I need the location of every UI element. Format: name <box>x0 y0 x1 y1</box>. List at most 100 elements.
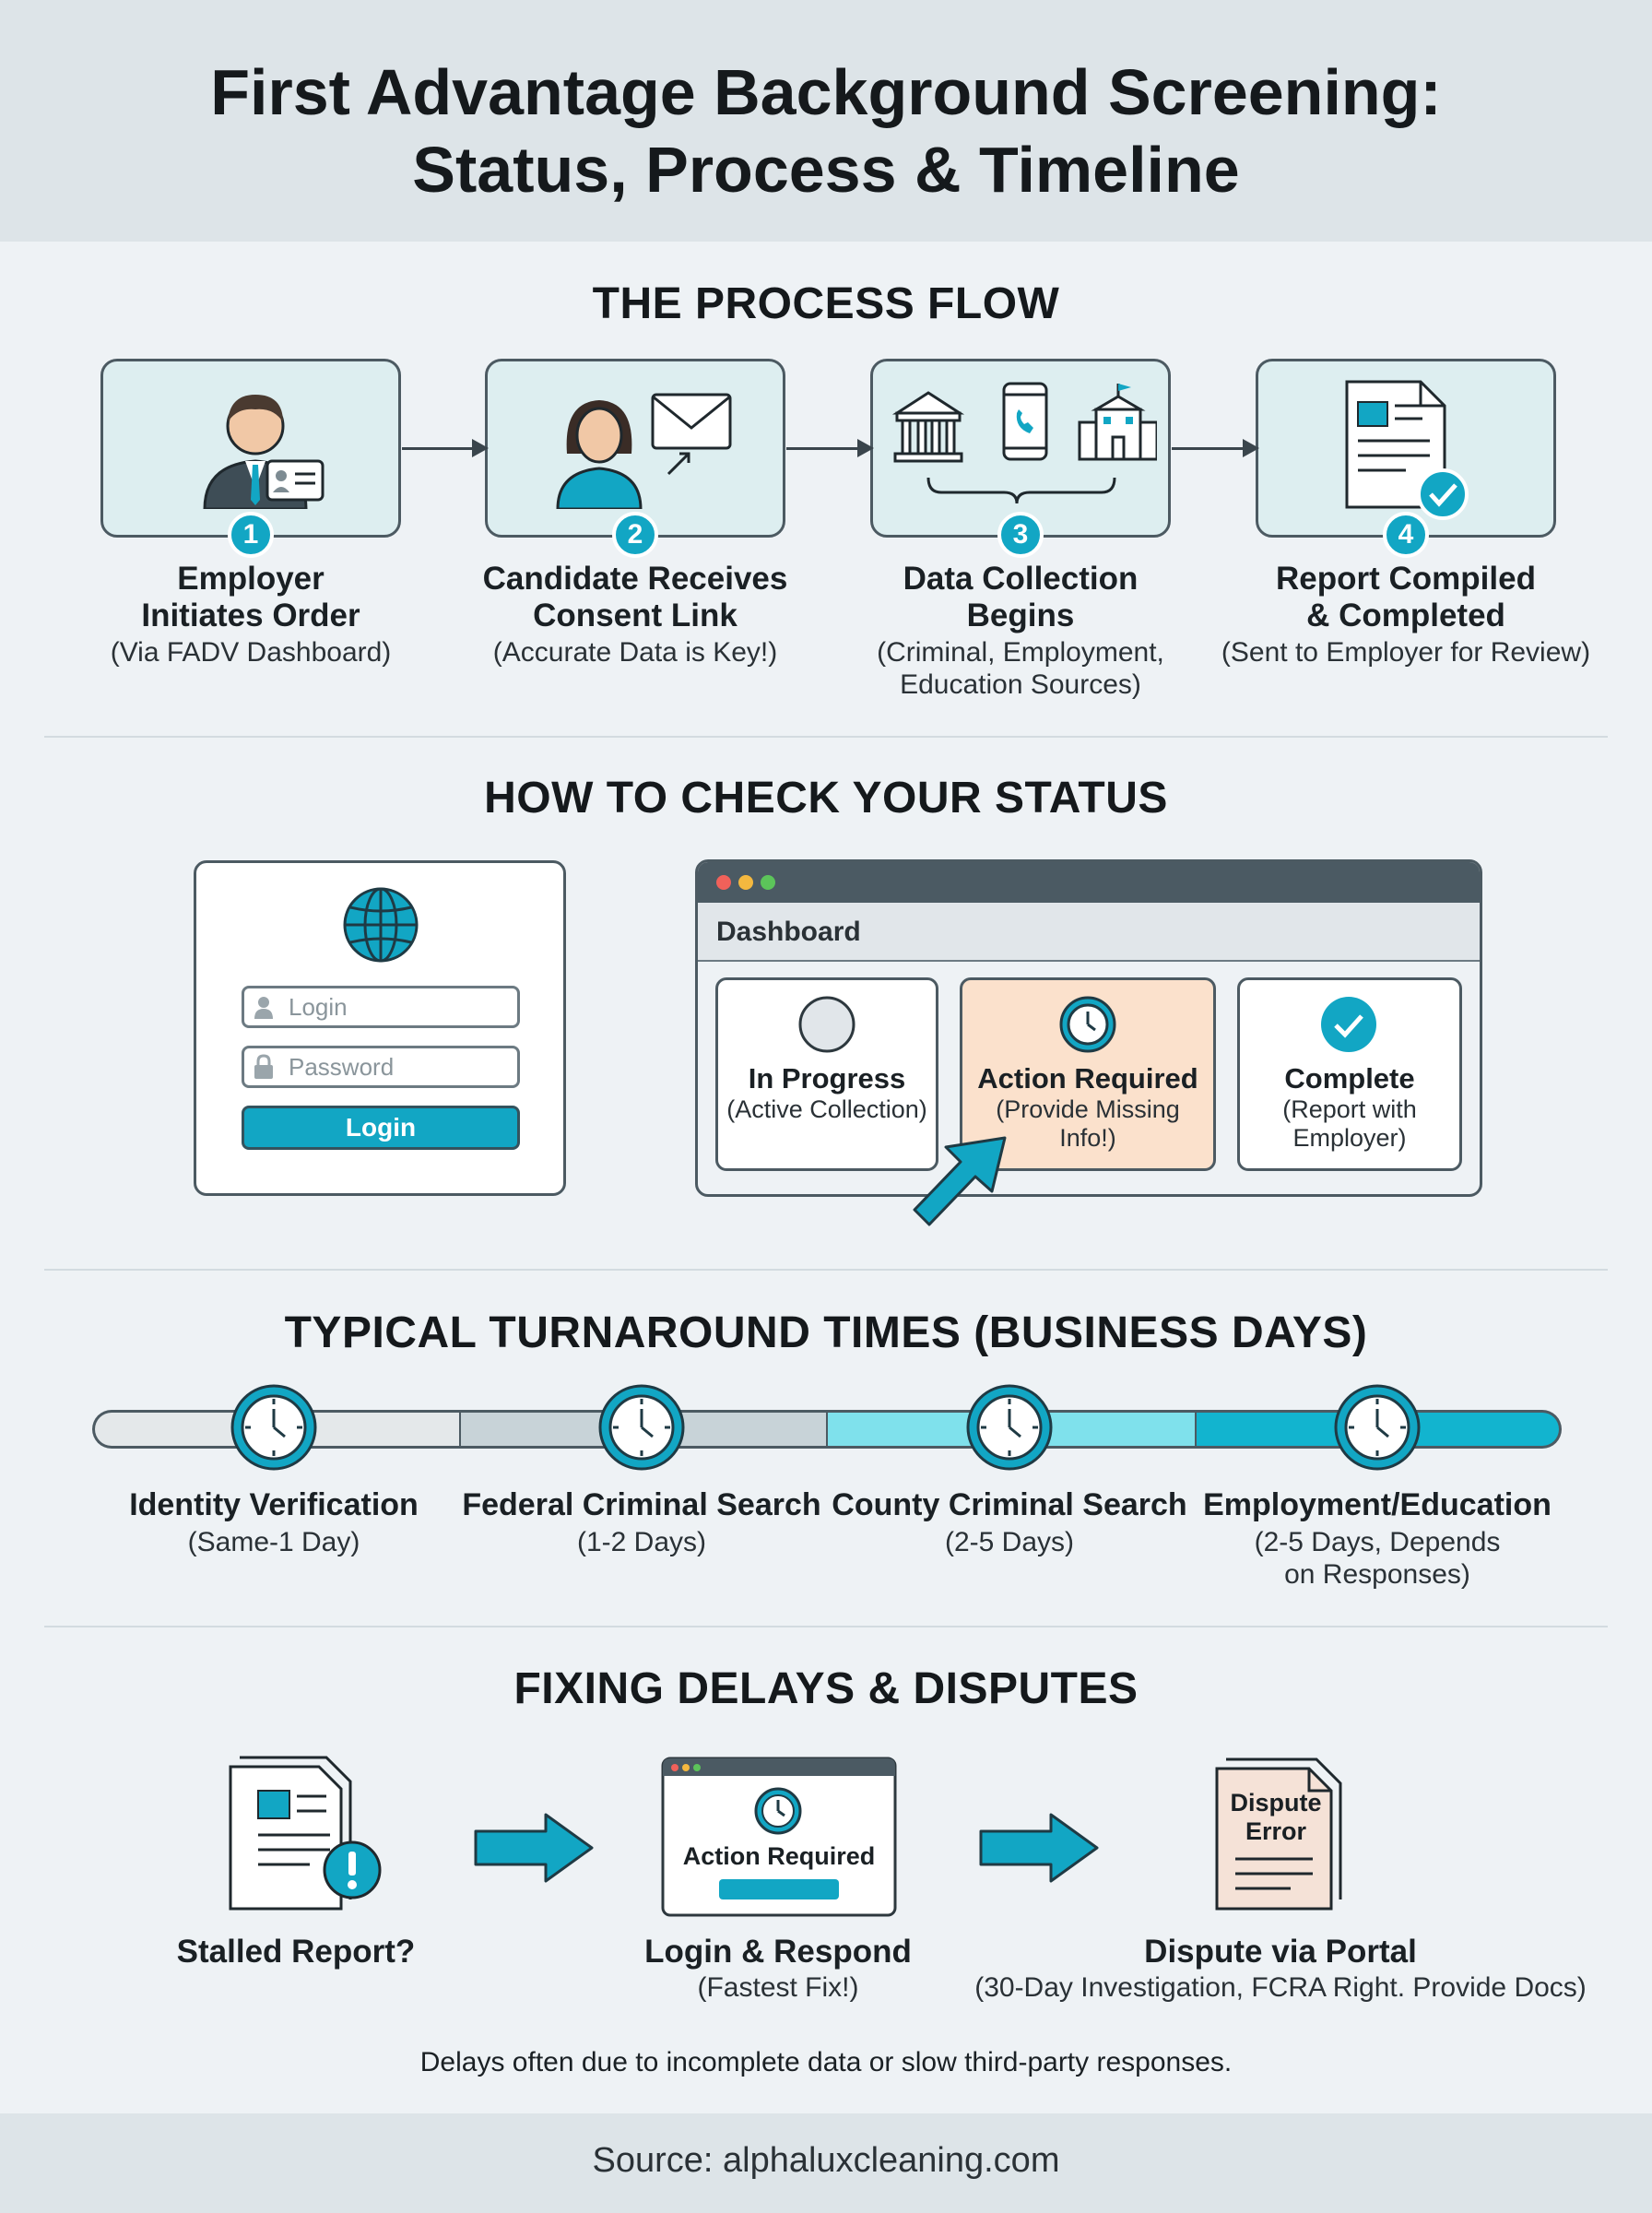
stage-sub-employment-line-1: (2-5 Days, Depends <box>1254 1527 1501 1557</box>
candidate-envelope-icon <box>556 393 732 509</box>
stage-label-federal: Federal Criminal Search <box>462 1487 821 1522</box>
step-sub-3-line-2: Education Sources) <box>900 669 1141 700</box>
step-card-1 <box>100 359 401 538</box>
process-heading: THE PROCESS FLOW <box>592 279 1060 328</box>
dispute-doc-line-1: Dispute <box>1230 1789 1322 1817</box>
section-divider-3 <box>44 1626 1608 1627</box>
header-band <box>0 0 1652 242</box>
status-sub-complete-line-2: Employer) <box>1292 1124 1407 1152</box>
stage-sub-federal: (1-2 Days) <box>576 1527 707 1557</box>
status-sub-complete-line-1: (Report with <box>1282 1095 1417 1123</box>
step-title-4-line-1: Report Compiled <box>1276 561 1536 597</box>
dispute-document-icon <box>1215 1757 1342 1911</box>
stage-label-identity: Identity Verification <box>129 1487 419 1522</box>
status-sub-complete: (Report with Employer) <box>1237 1095 1462 1153</box>
login-button[interactable]: Login <box>242 1106 520 1150</box>
step-sub-4: (Sent to Employer for Review) <box>1221 637 1591 668</box>
flow-arrow-2-head <box>857 439 874 457</box>
status-heading: HOW TO CHECK YOUR STATUS <box>484 774 1168 822</box>
fix-sub-dispute: (30-Day Investigation, FCRA Right. Provi… <box>974 1972 1587 2003</box>
step-title-3-line-1: Data Collection <box>903 561 1139 597</box>
step-title-4: Report Compiled & Completed <box>1221 561 1590 634</box>
stage-sub-employment-line-2: on Responses) <box>1284 1559 1470 1590</box>
step-number-3: 3 <box>997 512 1044 558</box>
flow-arrow-2 <box>786 447 861 450</box>
password-field[interactable]: Password <box>242 1046 520 1088</box>
step-sub-1: (Via FADV Dashboard) <box>110 637 392 668</box>
stage-sub-identity: (Same-1 Day) <box>187 1527 360 1557</box>
step-sub-2: (Accurate Data is Key!) <box>492 637 778 668</box>
fix-label-stalled: Stalled Report? <box>176 1934 416 1970</box>
footer-band <box>0 2113 1652 2213</box>
globe-icon <box>343 887 419 963</box>
clock-icon-employment <box>1334 1384 1421 1471</box>
step-card-3 <box>870 359 1171 538</box>
stage-label-employment: Employment/Education <box>1203 1487 1552 1522</box>
step-title-3-line-2: Begins <box>966 598 1075 633</box>
mini-window-label: Action Required <box>682 1842 876 1870</box>
section-divider-2 <box>44 1269 1608 1271</box>
fix-label-dispute: Dispute via Portal <box>1144 1934 1417 1970</box>
window-close-dot[interactable] <box>716 875 731 890</box>
fix-label-login: Login & Respond <box>644 1934 912 1970</box>
step-title-2-line-1: Candidate Receives <box>482 561 788 597</box>
status-title-action-required: Action Required <box>977 1062 1198 1095</box>
step-title-1-line-2: Initiates Order <box>141 598 360 633</box>
window-title-bar <box>698 862 1480 903</box>
title-line-1: First Advantage Background Screening: <box>210 56 1442 128</box>
clock-icon-federal <box>598 1384 685 1471</box>
lock-icon <box>254 1054 273 1079</box>
clock-icon-identity <box>230 1384 317 1471</box>
mini-dashboard-window <box>661 1757 897 1917</box>
status-sub-in-progress: (Active Collection) <box>726 1095 927 1123</box>
window-maximize-dot[interactable] <box>761 875 775 890</box>
step-title-2: Candidate Receives Consent Link <box>451 561 820 634</box>
status-sub-action-line-2: Info!) <box>1059 1124 1116 1152</box>
dispute-document-label: Dispute Error <box>1217 1789 1335 1846</box>
check-circle-icon <box>1321 997 1376 1052</box>
data-sources-icon <box>891 382 1157 504</box>
status-title-in-progress: In Progress <box>748 1062 906 1095</box>
step-title-2-line-2: Consent Link <box>533 598 738 633</box>
user-icon <box>254 997 273 1019</box>
delays-note: Delays often due to incomplete data or s… <box>419 2047 1233 2077</box>
school-icon <box>1078 384 1157 461</box>
title-line-2: Status, Process & Timeline <box>412 134 1240 206</box>
page-title: First Advantage Background Screening: St… <box>0 53 1652 208</box>
status-sub-action-line-1: (Provide Missing <box>996 1095 1180 1123</box>
report-check-icon <box>1345 380 1469 520</box>
right-arrow-icon <box>474 1813 594 1883</box>
step-sub-3-line-1: (Criminal, Employment, <box>877 637 1164 668</box>
flow-arrow-3-head <box>1243 439 1259 457</box>
step-number-4: 4 <box>1383 512 1429 558</box>
flow-arrow-1-head <box>472 439 489 457</box>
step-card-4 <box>1256 359 1556 538</box>
step-number-2: 2 <box>612 512 658 558</box>
section-divider-1 <box>44 736 1608 738</box>
step-title-1-line-1: Employer <box>177 561 324 597</box>
step-card-2 <box>485 359 785 538</box>
fix-sub-login: (Fastest Fix!) <box>697 1972 859 2003</box>
turnaround-heading: TYPICAL TURNAROUND TIMES (BUSINESS DAYS) <box>284 1308 1368 1357</box>
step-sub-3: (Criminal, Employment, Education Sources… <box>827 636 1214 701</box>
status-title-complete: Complete <box>1284 1062 1415 1095</box>
fixing-heading: FIXING DELAYS & DISPUTES <box>513 1664 1139 1713</box>
clock-icon-county <box>966 1384 1053 1471</box>
dashboard-label: Dashboard <box>698 903 1480 962</box>
phone-icon <box>1002 382 1048 461</box>
status-sub-action-required: (Provide Missing Info!) <box>960 1095 1216 1153</box>
step-title-1: Employer Initiates Order <box>66 561 435 634</box>
right-arrow-icon-2 <box>979 1813 1099 1883</box>
stage-label-county: County Criminal Search <box>832 1487 1187 1522</box>
flow-arrow-1 <box>402 447 476 450</box>
dispute-doc-line-2: Error <box>1245 1817 1307 1845</box>
stalled-report-icon <box>229 1756 382 1911</box>
source-credit: Source: alphaluxcleaning.com <box>592 2141 1060 2180</box>
clock-icon <box>1059 996 1116 1053</box>
window-minimize-dot[interactable] <box>738 875 753 890</box>
stage-sub-county: (2-5 Days) <box>944 1527 1075 1557</box>
employer-id-card-icon <box>203 395 324 509</box>
username-field[interactable]: Login <box>242 986 520 1028</box>
step-title-4-line-2: & Completed <box>1306 598 1505 633</box>
step-title-3: Data Collection Begins <box>836 561 1205 634</box>
